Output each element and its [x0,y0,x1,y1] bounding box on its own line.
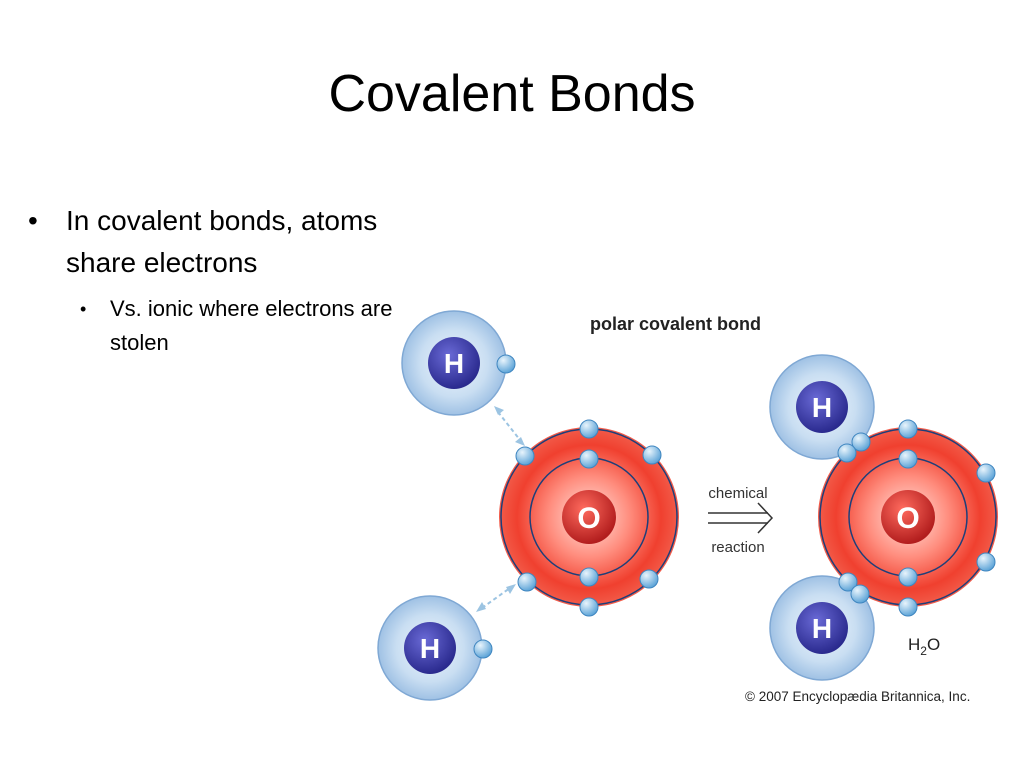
electron [473,639,493,659]
attraction-arrows [476,406,525,612]
oxygen-label: O [577,502,600,535]
electrons-water [837,419,996,617]
electrons-left-oxygen [515,419,662,617]
copyright-notice: © 2007 Encyclopædia Britannica, Inc. [745,689,970,704]
bullet-item: In covalent bonds, atoms share electrons [28,200,428,284]
water-molecule-diagram: polar covalent bond H H [370,300,1024,720]
arrow-label-bottom: reaction [711,539,764,556]
sub-bullet-text: Vs. ionic where electrons are stolen [110,296,393,355]
water-molecule: H H O [769,354,998,681]
hydrogen-label: H [812,613,832,644]
slide-title: Covalent Bonds [328,65,696,123]
arrow-label-top: chemical [708,485,767,502]
hydrogen-atom-top-left: H [401,310,516,416]
hydrogen-label: H [444,348,464,379]
oxygen-atom-left: O [499,419,679,617]
hydrogen-label: H [812,392,832,423]
diagram-heading: polar covalent bond [590,314,761,334]
hydrogen-atom-bottom-right: H [769,575,875,681]
water-formula: H2O [908,635,940,658]
bullet-list: In covalent bonds, atoms share electrons… [28,200,428,360]
electron [496,354,516,374]
hydrogen-label: H [420,633,440,664]
bullet-text: In covalent bonds, atoms share electrons [66,205,378,278]
hydrogen-atom-bottom-left: H [377,595,493,701]
reaction-arrow: chemical reaction [708,485,774,556]
hydrogen-atom-top-right: H [769,354,875,460]
oxygen-label: O [896,502,919,535]
diagram-svg: polar covalent bond H H [377,310,998,704]
sub-bullet-item: Vs. ionic where electrons are stolen [80,292,410,360]
